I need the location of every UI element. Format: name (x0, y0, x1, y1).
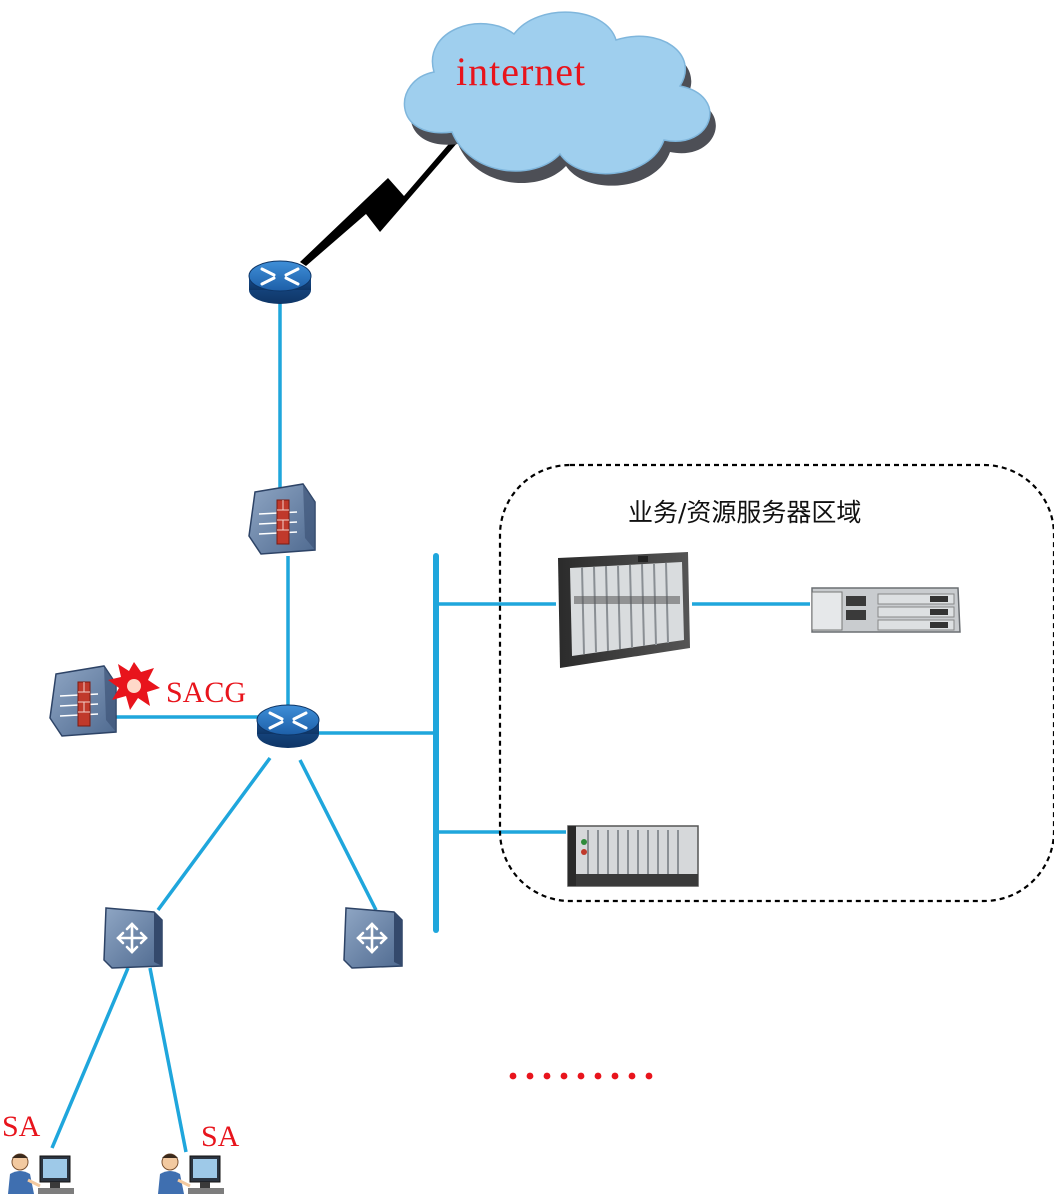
sa-client-2-icon[interactable] (156, 1152, 226, 1196)
cloud-icon (403, 11, 716, 186)
sacg-label: SACG (166, 676, 247, 709)
access-switch-left-icon[interactable] (102, 906, 164, 970)
sa-client-2-label: SA (201, 1120, 240, 1153)
sacg-firewall-icon[interactable] (49, 665, 117, 737)
sa-client-1-icon[interactable] (6, 1152, 76, 1196)
server-shelf-icon[interactable] (567, 825, 699, 887)
ellipsis-dots (509, 1072, 653, 1080)
core-router-icon[interactable] (255, 703, 321, 750)
cloud-label: internet (456, 49, 587, 94)
link-core-switch-left (156, 756, 272, 912)
sa-client-1-label: SA (2, 1110, 41, 1143)
firewall-icon[interactable] (248, 483, 316, 555)
alert-burst-icon (108, 662, 160, 710)
server-rack-icon[interactable] (811, 587, 961, 633)
server-zone-title: 业务/资源服务器区域 (628, 498, 862, 527)
lightning-link-icon (300, 138, 458, 266)
server-zone-boundary (498, 463, 1054, 903)
link-core-switch-right (298, 759, 378, 911)
network-links (50, 300, 810, 1153)
server-chassis-icon[interactable] (558, 552, 690, 668)
link-switch-sa2 (148, 967, 188, 1153)
link-switch-sa1 (50, 967, 130, 1149)
access-switch-right-icon[interactable] (342, 906, 404, 970)
edge-router-icon[interactable] (247, 259, 313, 306)
